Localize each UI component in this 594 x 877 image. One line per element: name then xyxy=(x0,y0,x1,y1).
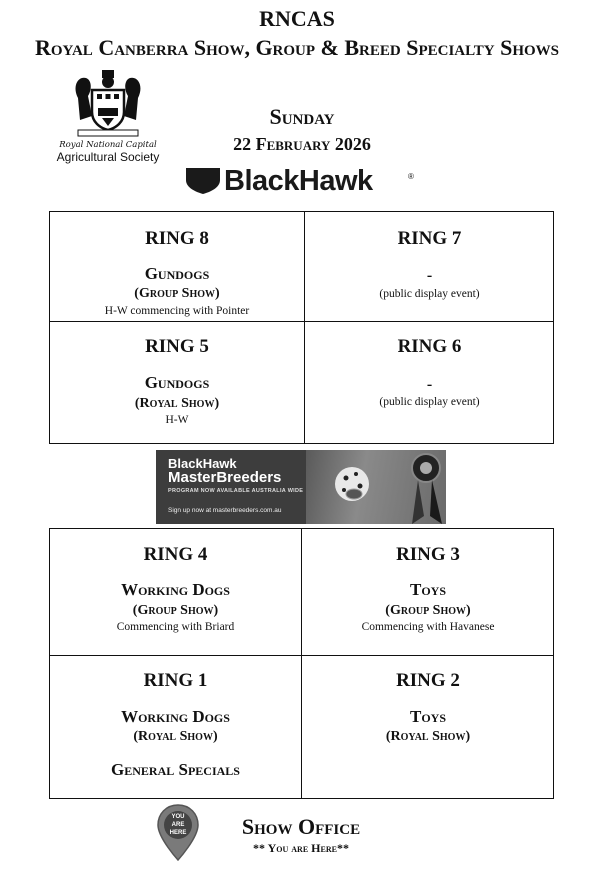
ring-card-3: RING 3 Toys (Group Show) Commencing with… xyxy=(302,529,554,655)
ring-show-type: (Group Show) xyxy=(134,286,220,301)
blackhawk-shield-icon xyxy=(186,168,220,194)
page-subtitle: Royal Canberra Show, Group & Breed Speci… xyxy=(34,35,560,60)
ring-note: H-W xyxy=(165,414,189,426)
grid-divider-horizontal xyxy=(50,321,553,322)
ring-note: (public display event) xyxy=(379,288,480,300)
rncas-logo: Royal National Capital Agricultural Soci… xyxy=(48,68,168,168)
ring-number: RING 4 xyxy=(143,544,208,565)
ring-number: RING 2 xyxy=(396,670,460,691)
ring-extra-event: General Specials xyxy=(111,760,240,779)
show-date: 22 February 2026 xyxy=(233,134,371,154)
ring-note: (public display event) xyxy=(379,396,480,408)
map-pin-icon xyxy=(157,804,199,862)
logo-line-agricultural-society: Agricultural Society xyxy=(56,150,160,164)
ring-show-type: (Group Show) xyxy=(385,603,471,618)
grid-divider-horizontal xyxy=(50,655,553,656)
pin-text-you: YOU xyxy=(171,814,185,820)
masterbreeders-banner: BlackHawk MasterBreeders PROGRAM NOW AVA… xyxy=(156,450,446,524)
ring-card-2: RING 2 Toys (Royal Show) xyxy=(302,656,554,799)
ring-number: RING 3 xyxy=(396,544,460,565)
logo-line-royal-national-capital: Royal National Capital xyxy=(59,140,157,150)
grid-divider-vertical xyxy=(304,212,305,443)
rosette-icon xyxy=(411,453,442,524)
ring-group: Working Dogs xyxy=(121,580,230,599)
banner-signup-text: Sign up now at masterbreeders.com.au xyxy=(168,507,282,514)
grid-divider-vertical xyxy=(301,529,302,798)
ring-group: - xyxy=(426,376,433,393)
ring-card-5: RING 5 Gundogs (Royal Show) H-W xyxy=(50,322,304,444)
coat-of-arms-icon xyxy=(75,70,141,137)
ring-card-1: RING 1 Working Dogs (Royal Show) General… xyxy=(50,656,301,799)
ring-card-7: RING 7 - (public display event) xyxy=(305,212,554,321)
ring-show-type: (Royal Show) xyxy=(385,729,471,744)
ring-number: RING 8 xyxy=(145,228,209,249)
ring-card-4: RING 4 Working Dogs (Group Show) Commenc… xyxy=(50,529,301,655)
dog-bowl-icon xyxy=(335,467,369,501)
ring-group: Gundogs xyxy=(144,264,210,283)
ring-show-type: (Royal Show) xyxy=(134,396,220,411)
ring-number: RING 7 xyxy=(397,228,462,249)
lower-ring-grid: RING 4 Working Dogs (Group Show) Commenc… xyxy=(49,528,554,799)
ring-group: Toys xyxy=(409,707,446,726)
ring-group: - xyxy=(426,267,433,284)
upper-ring-grid: RING 8 Gundogs (Group Show) H-W commenci… xyxy=(49,211,554,444)
ring-group: Gundogs xyxy=(144,373,210,392)
ring-number: RING 5 xyxy=(145,336,209,357)
banner-title: MasterBreeders xyxy=(168,469,282,486)
ring-number: RING 6 xyxy=(397,336,462,357)
ring-card-8: RING 8 Gundogs (Group Show) H-W commenci… xyxy=(50,212,304,321)
ring-group: Working Dogs xyxy=(121,707,230,726)
ring-number: RING 1 xyxy=(143,670,208,691)
ring-show-type: (Group Show) xyxy=(132,603,219,618)
sponsor-logo: BlackHawk ® xyxy=(186,165,426,198)
page-title: RNCAS xyxy=(259,6,335,31)
ring-note: Commencing with Havanese xyxy=(361,621,495,633)
show-day: Sunday xyxy=(269,104,335,129)
ring-card-6: RING 6 - (public display event) xyxy=(305,322,554,444)
sponsor-registered-mark: ® xyxy=(408,172,414,181)
you-are-here-label: ** You are Here** xyxy=(253,841,349,855)
you-are-here-pin: YOU ARE HERE xyxy=(156,804,200,862)
banner-brand: BlackHawk xyxy=(168,456,237,471)
pin-text-here: HERE xyxy=(169,830,187,836)
banner-program-text: PROGRAM NOW AVAILABLE AUSTRALIA WIDE xyxy=(168,488,304,494)
ring-note: Commencing with Briard xyxy=(116,621,235,633)
ring-show-type: (Royal Show) xyxy=(133,729,218,744)
sponsor-name: BlackHawk xyxy=(224,165,373,197)
show-office-title: Show Office xyxy=(241,814,361,839)
pin-text-are: ARE xyxy=(171,822,185,828)
ring-group: Toys xyxy=(409,580,446,599)
ring-note: H-W commencing with Pointer xyxy=(104,305,250,317)
